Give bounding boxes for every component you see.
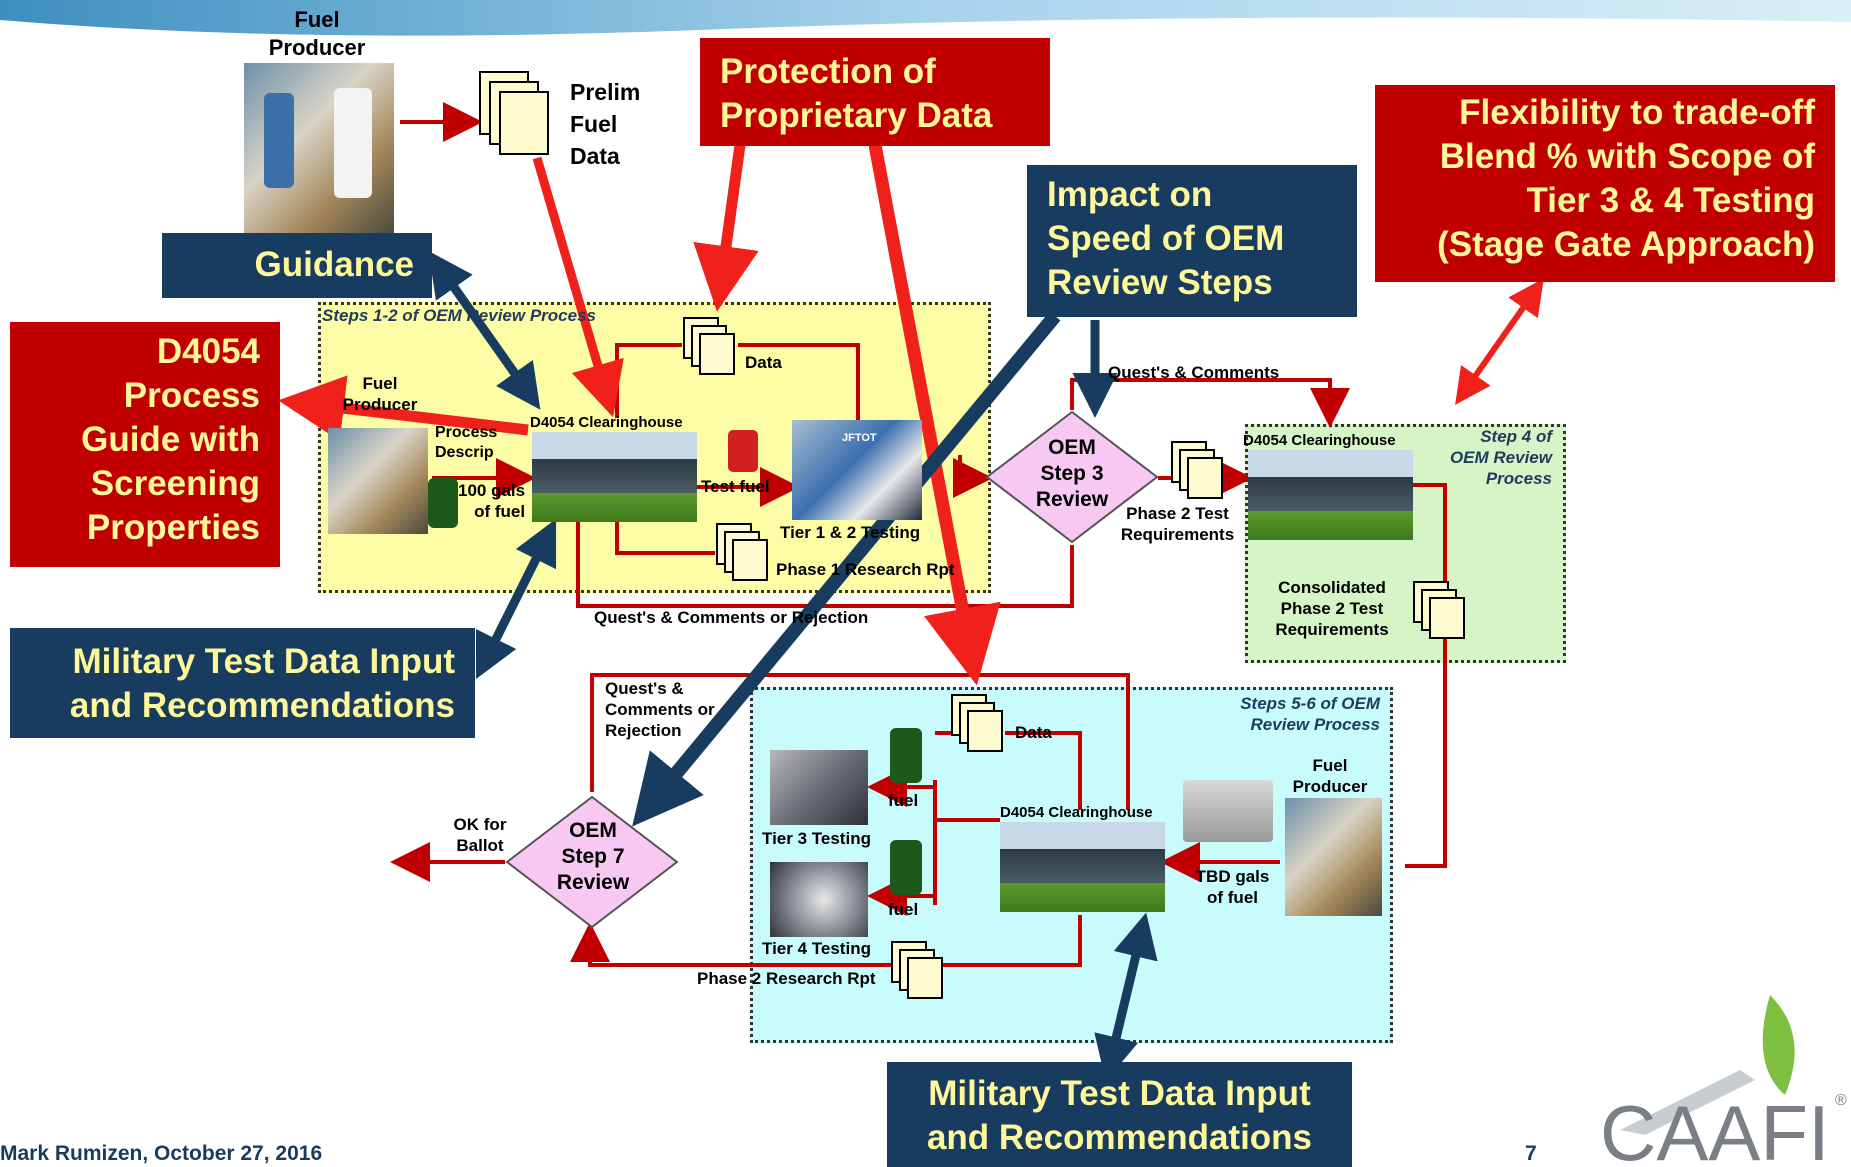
guidance-callout: Guidance bbox=[162, 233, 432, 298]
phase1-rpt-doc bbox=[716, 523, 768, 581]
jftot-photo bbox=[792, 420, 922, 520]
step56-title: Steps 5-6 of OEM Review Process bbox=[1240, 694, 1380, 734]
step12-quests-label: Quest's & Comments or Rejection bbox=[594, 608, 869, 627]
step56-clearinghouse-label: D4054 Clearinghouse bbox=[1000, 804, 1153, 821]
oem-step7-diamond bbox=[505, 795, 679, 929]
phase2-req-doc bbox=[1171, 441, 1223, 499]
phase2-rpt-label: Phase 2 Research Rpt bbox=[697, 969, 876, 988]
d4054-guide-callout: D4054 Process Guide with Screening Prope… bbox=[10, 322, 280, 567]
phase1-rpt-label: Phase 1 Research Rpt bbox=[776, 560, 955, 579]
prelim-fuel-data-label: Prelim Fuel Data bbox=[570, 79, 641, 169]
step4-clearinghouse-label: D4054 Clearinghouse bbox=[1243, 432, 1396, 449]
impact-speed-callout: Impact on Speed of OEM Review Steps bbox=[1027, 165, 1357, 317]
flexibility-callout: Flexibility to trade-off Blend % with Sc… bbox=[1375, 85, 1835, 282]
tier3-label: Tier 3 Testing bbox=[762, 829, 871, 848]
step4-clearinghouse-photo bbox=[1248, 450, 1413, 540]
protection-callout: Protection of Proprietary Data bbox=[700, 38, 1050, 146]
fuel-tanker-photo bbox=[1183, 780, 1273, 842]
prelim-fuel-data-doc bbox=[479, 71, 549, 155]
tbd-gals-label: TBD gals of fuel bbox=[1195, 867, 1270, 907]
step12-fuel-producer-label: Fuel Producer bbox=[342, 374, 418, 414]
oem-step3-diamond bbox=[985, 410, 1159, 544]
jftot-label: JFTOT bbox=[842, 432, 877, 444]
consolidated-label: Consolidated Phase 2 Test Requirements bbox=[1275, 578, 1389, 639]
fuel-drum-a-icon bbox=[890, 728, 922, 783]
phase2-rpt-doc bbox=[891, 941, 943, 999]
step56-clearinghouse-photo bbox=[1000, 822, 1165, 912]
step56-data-doc bbox=[951, 694, 1003, 752]
step12-clearinghouse-photo bbox=[532, 432, 697, 522]
fuel-b-label: fuel bbox=[888, 900, 919, 919]
step12-title: Steps 1-2 of OEM Review Process bbox=[322, 306, 596, 325]
consolidated-doc bbox=[1413, 581, 1465, 639]
military-left-callout: Military Test Data Input and Recommendat… bbox=[10, 628, 475, 738]
step56-fuel-producer-photo bbox=[1285, 798, 1382, 916]
caafi-logo-text: CAAFI bbox=[1600, 1089, 1830, 1165]
step12-data-label: Data bbox=[745, 353, 782, 372]
header-banner bbox=[0, 0, 1851, 36]
military-bottom-callout: Military Test Data Input and Recommendat… bbox=[887, 1062, 1352, 1167]
process-description-label: Process Descrip bbox=[435, 424, 498, 461]
step12-fuel-producer-photo bbox=[328, 428, 428, 534]
footer-author: Mark Rumizen, October 27, 2016 bbox=[0, 1142, 323, 1165]
step4-title: Step 4 of OEM Review Process bbox=[1449, 427, 1552, 488]
caafi-reg-mark: ® bbox=[1835, 1092, 1847, 1109]
ok-ballot-label: OK for Ballot bbox=[453, 815, 507, 855]
tier3-photo bbox=[770, 750, 868, 825]
top-fuel-producer-photo bbox=[244, 63, 394, 235]
step56-data-label: Data bbox=[1015, 723, 1052, 742]
test-fuel-label: Test fuel bbox=[701, 477, 770, 496]
phase2-req-label: Phase 2 Test Requirements bbox=[1120, 504, 1235, 544]
tier4-label: Tier 4 Testing bbox=[762, 939, 871, 958]
step56-fuel-producer-label: Fuel Producer bbox=[1292, 756, 1368, 796]
page-number: 7 bbox=[1525, 1142, 1537, 1165]
caafi-logo: CAAFI ® bbox=[1600, 995, 1847, 1165]
step12-gals-label: 100 gals of fuel bbox=[458, 481, 526, 521]
tier4-photo bbox=[770, 862, 868, 937]
fuel-drum-b-icon bbox=[890, 840, 922, 895]
oem-step3-label: OEM Step 3 Review bbox=[1035, 436, 1109, 511]
top-fuel-producer-label: Fuel Producer bbox=[268, 7, 366, 60]
test-fuel-can-icon bbox=[728, 430, 758, 472]
step12-data-doc bbox=[683, 317, 735, 375]
step56-quests-label: Quest's & Comments or Rejection bbox=[605, 679, 715, 740]
oem3-quests-label: Quest's & Comments bbox=[1108, 363, 1280, 382]
oem-step7-label: OEM Step 7 Review bbox=[556, 819, 630, 894]
tier12-label: Tier 1 & 2 Testing bbox=[780, 523, 921, 542]
step12-clearinghouse-label: D4054 Clearinghouse bbox=[530, 414, 683, 431]
fuel-a-label: fuel bbox=[888, 791, 919, 810]
fuel-drum-icon bbox=[428, 478, 458, 528]
